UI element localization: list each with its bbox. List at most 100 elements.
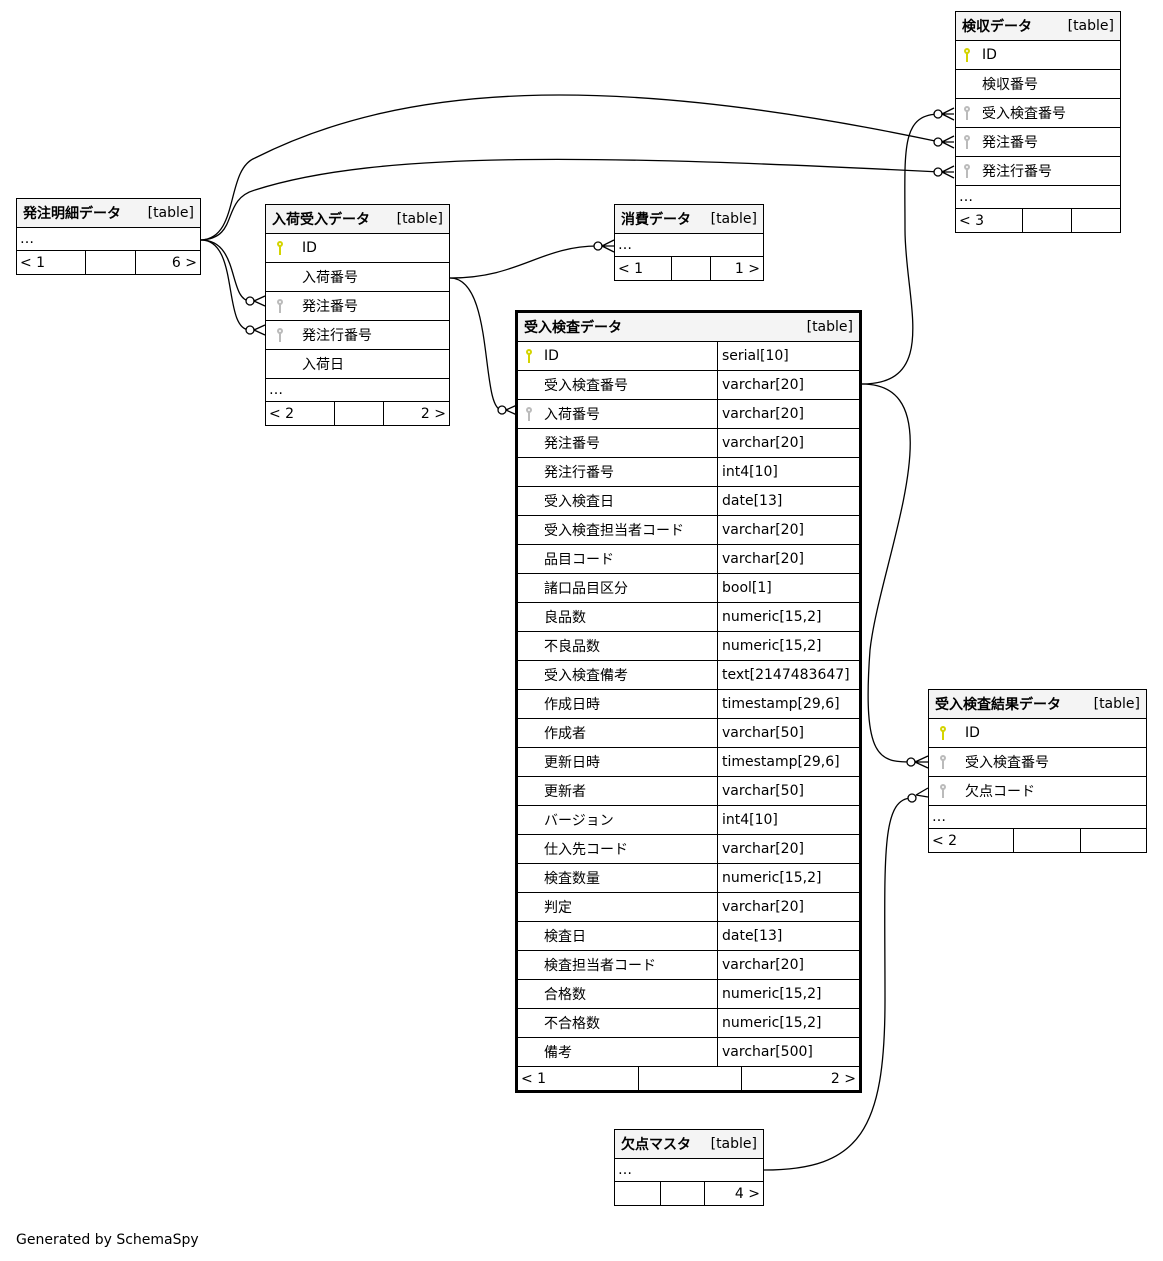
column-type: timestamp[29,6] [717,748,859,776]
table-name: 受入検査結果データ [935,697,1061,713]
column-row[interactable]: ID serial[10] [518,342,859,371]
column-type: serial[10] [717,342,859,370]
footer-parents[interactable]: < 2 [932,832,958,849]
table-name: 入荷受入データ [272,212,370,228]
table-footer: < 1 2 > [518,1067,859,1090]
column-name: 検収番号 [982,77,1038,93]
generated-by-label: Generated by SchemaSpy [16,1232,199,1248]
column-name: 発注番号 [302,299,358,315]
column-name: ID [982,47,997,63]
column-row[interactable]: 仕入先コード varchar[20] [518,835,859,864]
column-name: 入荷日 [302,357,344,373]
foreign-key-icon [956,163,978,179]
table-hacchu-meisai[interactable]: 発注明細データ [table] … < 1 6 > [16,198,201,275]
column-row[interactable]: 受入検査番号 [956,99,1120,128]
footer-children[interactable]: 2 > [383,402,449,425]
table-header: 欠点マスタ [table] [615,1130,763,1159]
footer-children[interactable] [1071,209,1120,232]
column-row[interactable]: ID [956,41,1120,70]
column-type: varchar[20] [717,835,859,863]
column-name: 検査担当者コード [544,958,656,974]
foreign-key-icon [929,754,957,770]
column-type: varchar[20] [717,545,859,573]
footer-children[interactable]: 1 > [710,257,763,280]
column-name: 入荷番号 [302,270,358,286]
footer-parents[interactable]: < 1 [521,1070,547,1087]
column-name: 不良品数 [544,639,600,655]
footer-parents[interactable]: < 3 [959,212,985,229]
column-name: 備考 [544,1045,572,1061]
column-name: 受入検査番号 [965,755,1049,771]
column-row[interactable]: 発注行番号 [266,321,449,350]
column-name: 合格数 [544,987,586,1003]
table-ketten-master[interactable]: 欠点マスタ [table] … 4 > [614,1129,764,1206]
column-row[interactable]: ID [266,234,449,263]
foreign-key-icon [956,105,978,121]
footer-children[interactable]: 2 > [741,1067,859,1090]
column-name: 欠点コード [965,784,1035,800]
table-header: 入荷受入データ [table] [266,205,449,234]
column-type: varchar[500] [717,1038,859,1066]
table-shohi[interactable]: 消費データ [table] … < 1 1 > [614,204,764,281]
column-row[interactable]: 備考 varchar[500] [518,1038,859,1067]
column-row[interactable]: ID [929,719,1146,748]
footer-children[interactable]: 6 > [135,251,200,274]
footer-parents[interactable] [615,1182,660,1205]
column-row[interactable]: 入荷番号 [266,263,449,292]
column-name: 不合格数 [544,1016,600,1032]
column-row[interactable]: 発注番号 [266,292,449,321]
column-row[interactable]: 入荷日 [266,350,449,379]
more-columns: … [17,228,200,251]
column-row[interactable]: 発注番号 [956,128,1120,157]
column-type: varchar[20] [717,429,859,457]
column-type: varchar[20] [717,951,859,979]
foreign-key-icon [266,298,294,314]
column-name: ID [544,348,559,364]
column-row[interactable]: 欠点コード [929,777,1146,806]
column-name: 作成者 [544,726,586,742]
column-row[interactable]: 発注行番号 [956,157,1120,186]
column-type: int4[10] [717,458,859,486]
column-row[interactable]: 検収番号 [956,70,1120,99]
table-footer: < 1 6 > [17,251,200,274]
column-type: varchar[20] [717,893,859,921]
column-type: date[13] [717,922,859,950]
column-row[interactable]: 検査担当者コード varchar[20] [518,951,859,980]
column-name: 発注番号 [982,135,1038,151]
footer-parents[interactable]: < 1 [20,254,46,271]
column-name: 仕入先コード [544,842,628,858]
footer-parents[interactable]: < 1 [618,260,644,277]
footer-children[interactable]: 4 > [704,1182,763,1205]
column-row[interactable]: 受入検査番号 [929,748,1146,777]
edge-ukeire-to-kekka [861,383,913,763]
column-name: 発注行番号 [544,465,614,481]
footer-parents[interactable]: < 2 [269,405,295,422]
column-row[interactable]: 発注行番号 int4[10] [518,458,859,487]
column-type: numeric[15,2] [717,864,859,892]
footer-children[interactable] [1080,829,1146,852]
